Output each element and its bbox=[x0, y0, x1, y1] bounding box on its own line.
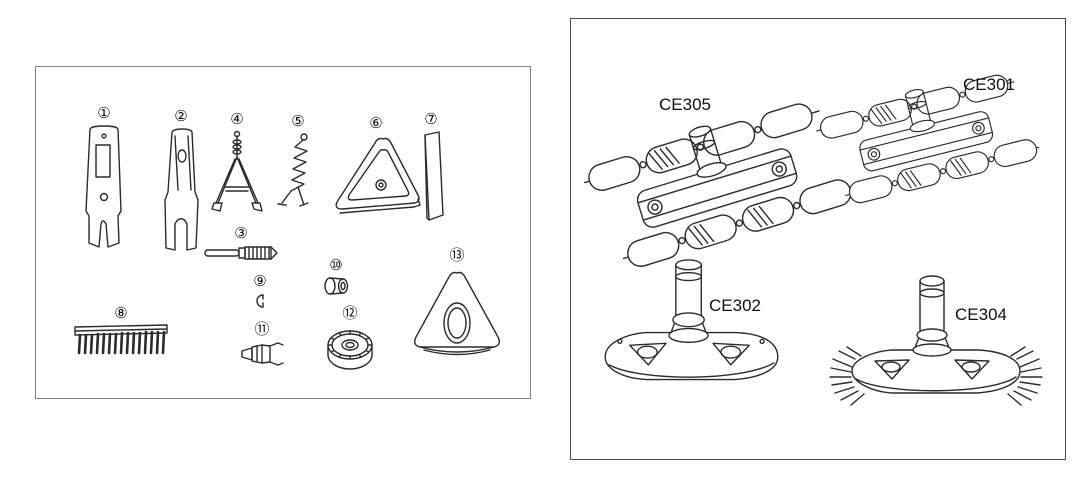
part-8-label: ⑧ bbox=[114, 304, 128, 322]
part-4: ④ bbox=[206, 111, 268, 221]
part-6-label: ⑥ bbox=[369, 114, 383, 132]
part-3: ③ bbox=[202, 225, 280, 263]
part-5-label: ⑤ bbox=[291, 112, 305, 130]
part-3-bolt-drawing bbox=[204, 245, 278, 260]
product-ce304-drawing bbox=[829, 275, 1043, 406]
part-13-triangle-skirt-drawing bbox=[413, 271, 501, 355]
part-3-label: ③ bbox=[234, 224, 248, 242]
part-2-label: ② bbox=[174, 107, 188, 125]
part-12-bearing-wheel-drawing bbox=[327, 329, 373, 370]
part-12: ⑫ bbox=[324, 305, 376, 375]
part-9-clip-drawing bbox=[256, 293, 264, 308]
part-1-label: ① bbox=[97, 104, 111, 122]
part-4-label: ④ bbox=[230, 110, 244, 128]
parts-diagram-panel: ① ② bbox=[35, 66, 531, 399]
part-2: ② bbox=[158, 108, 204, 254]
part-8-brush-drawing bbox=[74, 323, 168, 354]
product-ce302-drawing bbox=[604, 259, 779, 381]
part-11-nozzle-drawing bbox=[241, 341, 284, 366]
part-7-label: ⑦ bbox=[424, 110, 438, 128]
part-11: ⑪ bbox=[238, 321, 286, 369]
part-7: ⑦ bbox=[416, 111, 446, 225]
part-6: ⑥ bbox=[328, 115, 424, 225]
part-9-label: ⑨ bbox=[253, 272, 267, 290]
part-1-plate-drawing bbox=[85, 124, 122, 248]
product-ce304-label: CE304 bbox=[955, 305, 1007, 324]
product-ce301-drawing bbox=[816, 74, 1040, 204]
products-panel: CE305 bbox=[570, 18, 1066, 460]
part-5-coil-spring-drawing bbox=[277, 132, 309, 207]
part-1: ① bbox=[78, 105, 130, 255]
part-8: ⑧ bbox=[72, 305, 170, 357]
product-ce305-label: CE305 bbox=[659, 95, 711, 114]
part-6-triangle-plate-drawing bbox=[335, 137, 421, 214]
product-ce305-drawing bbox=[584, 103, 854, 267]
part-2-fork-plate-drawing bbox=[164, 127, 199, 251]
product-ce302-label: CE302 bbox=[709, 296, 761, 315]
part-12-label: ⑫ bbox=[342, 304, 358, 322]
product-ce301-label: CE301 bbox=[963, 75, 1015, 94]
part-9: ⑨ bbox=[250, 273, 270, 313]
part-10-bushing-drawing bbox=[324, 276, 349, 295]
part-13-label: ⑬ bbox=[449, 246, 465, 264]
part-5: ⑤ bbox=[274, 113, 322, 213]
part-10-label: ⑩ bbox=[329, 256, 343, 274]
part-10: ⑩ bbox=[322, 257, 350, 297]
part-13: ⑬ bbox=[408, 247, 506, 363]
part-7-slab-drawing bbox=[424, 130, 444, 221]
part-11-label: ⑪ bbox=[254, 320, 270, 338]
part-4-spring-frame-drawing bbox=[211, 130, 263, 212]
